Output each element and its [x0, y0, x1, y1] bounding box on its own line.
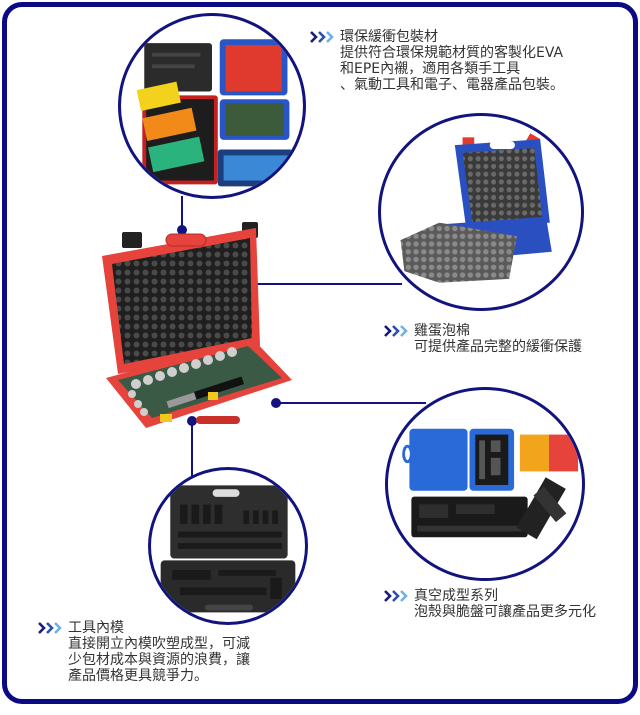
section-body: 泡殼與脆盤可讓產品更多元化 — [414, 604, 596, 620]
section-body: 提供符合環保規範材質的客製化EVA 和EPE內襯，適用各類手工具 、氣動工具和電… — [340, 45, 564, 93]
image-vacuum-forming — [385, 387, 585, 581]
caption-vacuum-forming: 真空成型系列 泡殼與脆盤可讓產品更多元化 — [384, 588, 596, 620]
black-case-illustration — [160, 485, 296, 613]
triple-chevron-icon — [384, 590, 408, 602]
triple-chevron-icon — [384, 325, 408, 337]
connector-dot-mold — [187, 416, 197, 426]
connector-line-foam — [212, 283, 402, 285]
red-case-illustration — [102, 222, 292, 428]
page-frame — [2, 2, 638, 704]
section-title: 環保緩衝包裝材 — [340, 29, 438, 45]
vacuum-trays-illustration — [402, 428, 579, 540]
egg-crate-case-illustration — [400, 133, 552, 283]
image-eco-packaging — [118, 13, 306, 199]
section-title: 真空成型系列 — [414, 588, 498, 604]
image-tool-inner-mold — [148, 467, 308, 625]
connector-line-mold — [191, 421, 193, 481]
image-egg-crate-foam — [378, 113, 584, 311]
connector-line-top — [181, 196, 183, 230]
caption-eco-packaging: 環保緩衝包裝材 提供符合環保規範材質的客製化EVA 和EPE內襯，適用各類手工具… — [310, 29, 564, 93]
connector-dot-vacuum — [271, 398, 281, 408]
triple-chevron-icon — [38, 622, 62, 634]
triple-chevron-icon — [310, 31, 334, 43]
section-title: 雞蛋泡棉 — [414, 323, 470, 339]
connector-dot-top — [177, 225, 187, 235]
connector-line-vacuum — [276, 402, 426, 404]
caption-tool-inner-mold: 工具內模 直接開立內模吹塑成型，可減 少包材成本與資源的浪費，讓 產品價格更具競… — [38, 620, 250, 684]
caption-egg-crate-foam: 雞蛋泡棉 可提供產品完整的緩衝保護 — [384, 323, 582, 355]
section-title: 工具內模 — [68, 620, 124, 636]
foam-inserts-illustration — [136, 39, 294, 187]
section-body: 直接開立內模吹塑成型，可減 少包材成本與資源的浪費，讓 產品價格更具競爭力。 — [68, 636, 250, 684]
section-body: 可提供產品完整的緩衝保護 — [414, 339, 582, 355]
image-center-socket-case — [96, 214, 318, 436]
